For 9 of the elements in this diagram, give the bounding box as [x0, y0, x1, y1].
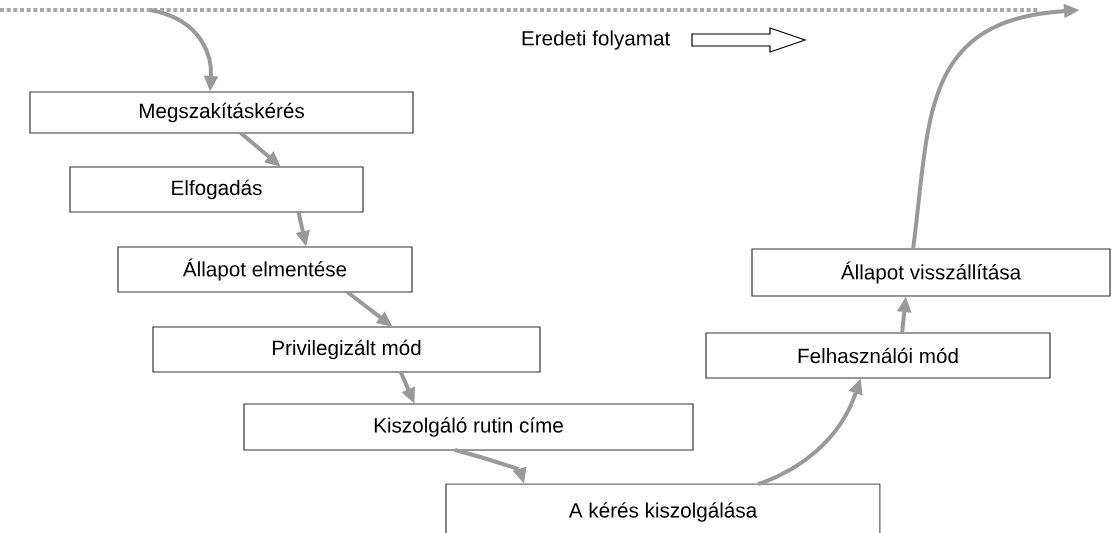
process-box: Felhasználói mód: [705, 332, 1051, 379]
process-box: Állapot visszállítása: [751, 248, 1111, 297]
process-box: Állapot elmentése: [117, 246, 413, 293]
process-box: Elfogadás: [69, 166, 364, 213]
process-box: Megszakításkérés: [29, 91, 414, 134]
flow-label: Eredeti folyamat: [522, 30, 671, 50]
process-box: A kérés kiszolgálása: [445, 483, 881, 533]
process-box: Privilegizált mód: [152, 326, 541, 373]
process-box: Kiszolgáló rutin címe: [243, 403, 694, 451]
